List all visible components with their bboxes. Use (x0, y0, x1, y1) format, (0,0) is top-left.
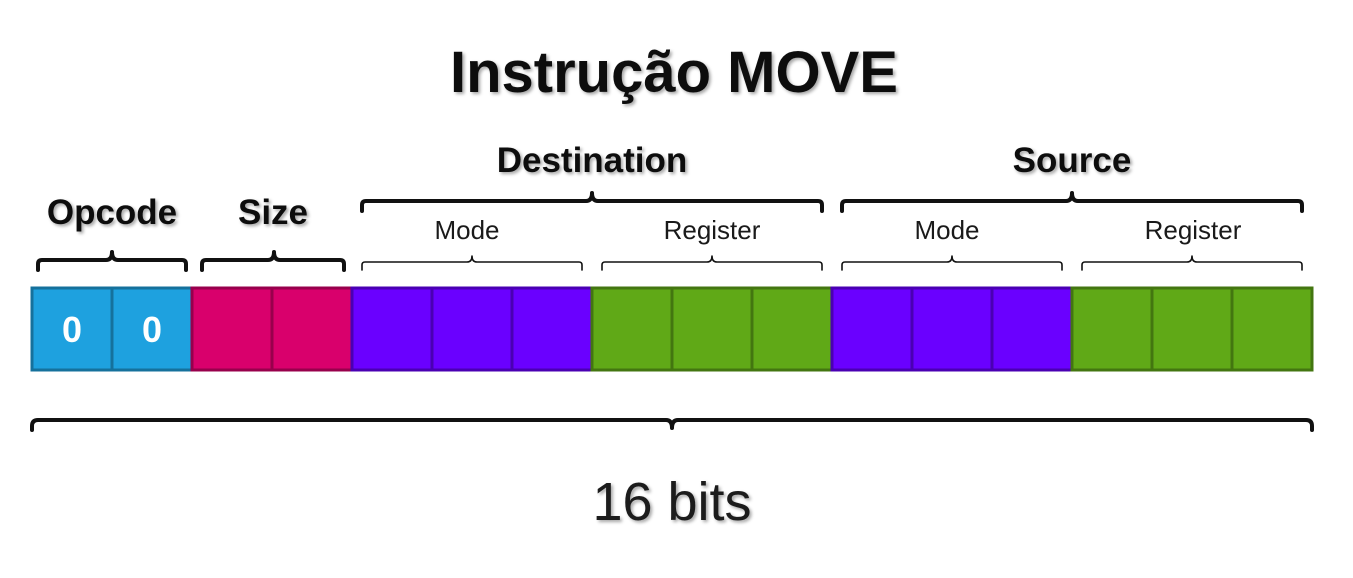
bit-cell-destination-register (750, 286, 834, 372)
bit-cell-destination-mode (430, 286, 514, 372)
bit-value: 0 (142, 309, 162, 350)
bit-cell-source-register (1150, 286, 1234, 372)
brace-destination-register (601, 255, 823, 271)
brace-total (30, 418, 1314, 432)
bit-cell-size (270, 286, 354, 372)
label-source: Source (1013, 141, 1132, 180)
label-destination: Destination (497, 141, 688, 180)
bit-cell-opcode (110, 286, 194, 372)
label-destination-mode: Mode (434, 215, 499, 245)
bit-cell-destination-mode (510, 286, 594, 372)
bit-cell-destination-mode (350, 286, 434, 372)
bit-cell-source-mode (910, 286, 994, 372)
brace-source (840, 191, 1304, 213)
brace-source-mode (841, 255, 1063, 271)
bit-cell-destination-register (670, 286, 754, 372)
brace-source-register (1081, 255, 1303, 271)
label-source-register: Register (1145, 215, 1242, 245)
label-destination-register: Register (664, 215, 761, 245)
label-source-mode: Mode (914, 215, 979, 245)
bit-cell-source-mode (830, 286, 914, 372)
label-opcode: Opcode (47, 193, 177, 232)
bit-cell-opcode (30, 286, 114, 372)
brace-opcode (36, 250, 188, 272)
brace-destination-mode (361, 255, 583, 271)
brace-size (200, 250, 346, 272)
bit-cell-size (190, 286, 274, 372)
bit-cell-source-register (1230, 286, 1314, 372)
brace-destination (360, 191, 824, 213)
bit-cell-source-mode (990, 286, 1074, 372)
diagram-title: Instrução MOVE (450, 40, 898, 105)
label-size: Size (238, 193, 308, 232)
total-bits-label: 16 bits (592, 472, 751, 532)
bit-cell-destination-register (590, 286, 674, 372)
bit-value: 0 (62, 309, 82, 350)
bit-cell-source-register (1070, 286, 1154, 372)
